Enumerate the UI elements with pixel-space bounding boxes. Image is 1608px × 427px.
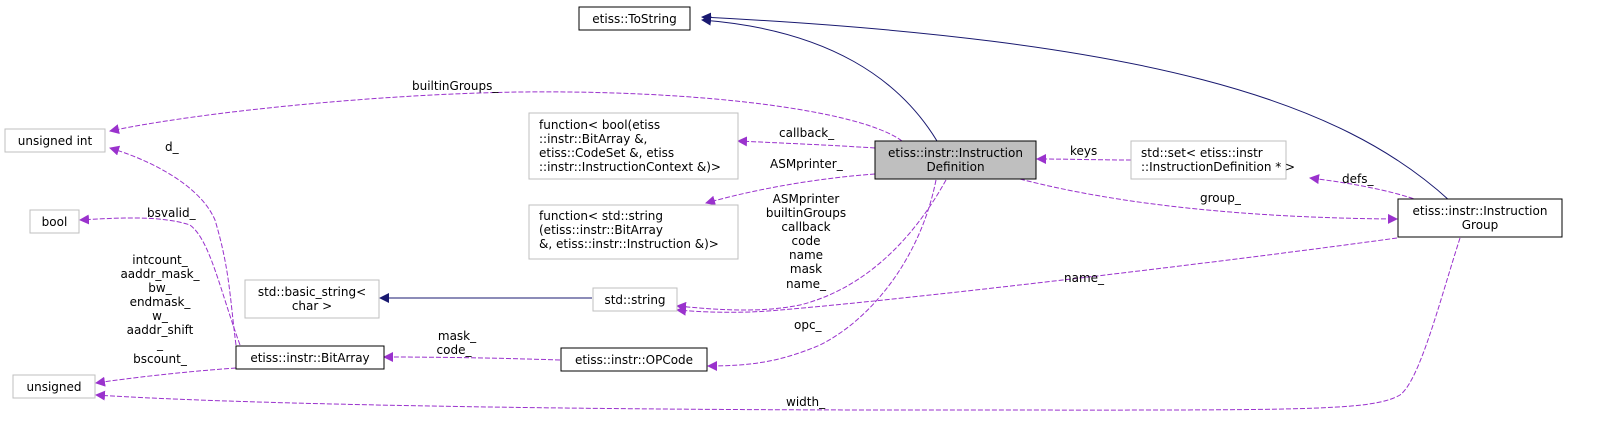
edge-group bbox=[1019, 178, 1398, 224]
label-code-underscore: code_ bbox=[437, 343, 473, 357]
node-label: ::instr::BitArray &, bbox=[539, 132, 647, 146]
node-label: etiss::CodeSet &, etiss bbox=[539, 146, 674, 160]
node-label: etiss::instr::Instruction bbox=[1413, 204, 1548, 218]
node-label: Group bbox=[1462, 218, 1499, 232]
node-label: function< bool(etiss bbox=[539, 118, 660, 132]
node-set-instruction-definition[interactable]: std::set< etiss::instr ::InstructionDefi… bbox=[1130, 140, 1295, 180]
node-instruction-group[interactable]: etiss::instr::Instruction Group bbox=[1397, 198, 1563, 238]
label-callback: callback bbox=[781, 220, 830, 234]
node-label: std::set< etiss::instr bbox=[1141, 146, 1263, 160]
edge-group-to-tostring bbox=[701, 12, 1451, 202]
node-label: Definition bbox=[926, 160, 984, 174]
node-label: char > bbox=[292, 299, 332, 313]
label-intcount: intcount_ bbox=[132, 253, 189, 267]
edge-keys bbox=[1036, 154, 1132, 165]
node-label: etiss::instr::BitArray bbox=[250, 351, 369, 365]
edge-label-d: d_ bbox=[165, 140, 180, 154]
label-mask: mask bbox=[790, 262, 822, 276]
node-label: bool bbox=[42, 215, 68, 229]
node-unsigned-int[interactable]: unsigned int bbox=[4, 128, 106, 153]
edge-label-opc: opc_ bbox=[794, 318, 823, 332]
label-name-underscore: name_ bbox=[786, 277, 827, 291]
label-underscore: _ bbox=[156, 337, 164, 351]
edge-label-callback: callback_ bbox=[779, 126, 835, 140]
node-bitarray[interactable]: etiss::instr::BitArray bbox=[235, 345, 385, 370]
edge-label-group-name: name_ bbox=[1064, 271, 1105, 285]
edge-label-instrdef-to-string: ASMprinter builtinGroups callback code n… bbox=[766, 192, 846, 291]
edge-defs bbox=[1309, 174, 1421, 202]
node-std-string[interactable]: std::string bbox=[592, 287, 678, 312]
node-unsigned[interactable]: unsigned bbox=[12, 374, 96, 399]
label-builtingroups: builtinGroups bbox=[766, 206, 846, 220]
node-label: ::instr::InstructionContext &)> bbox=[539, 160, 721, 174]
edge-asmprinter bbox=[705, 173, 876, 206]
node-basic-string[interactable]: std::basic_string< char > bbox=[244, 279, 380, 319]
label-mask-underscore: mask_ bbox=[438, 329, 477, 343]
edge-label-group: group_ bbox=[1200, 191, 1242, 205]
edge-instrdef-to-string bbox=[676, 179, 947, 312]
node-callback-function[interactable]: function< bool(etiss ::instr::BitArray &… bbox=[528, 112, 739, 180]
edge-bsvalid bbox=[79, 214, 241, 346]
edge-opc bbox=[707, 179, 937, 371]
edge-opcode-to-bitarray bbox=[383, 352, 561, 363]
label-aaddr-mask: aaddr_mask_ bbox=[120, 267, 200, 281]
label-name: name bbox=[789, 248, 823, 262]
edge-width bbox=[95, 237, 1461, 411]
label-w: w_ bbox=[152, 309, 169, 323]
edge-bitarray-to-unsigned bbox=[95, 367, 237, 387]
node-label: ::InstructionDefinition * > bbox=[1141, 160, 1295, 174]
edge-d bbox=[109, 145, 237, 346]
node-asmprinter-function[interactable]: function< std::string (etiss::instr::Bit… bbox=[528, 204, 739, 260]
edge-label-builtin-groups: builtinGroups_ bbox=[412, 79, 499, 93]
node-label: etiss::ToString bbox=[592, 12, 676, 26]
edge-builtin-groups bbox=[109, 91, 903, 142]
node-label: etiss::instr::OPCode bbox=[575, 353, 693, 367]
node-label: function< std::string bbox=[539, 209, 663, 223]
node-instruction-definition[interactable]: etiss::instr::Instruction Definition bbox=[874, 140, 1037, 180]
label-aaddr-shift: aaddr_shift bbox=[127, 323, 194, 337]
label-bscount: bscount_ bbox=[133, 352, 188, 366]
node-label: std::string bbox=[604, 293, 665, 307]
edge-label-bitarray-to-unsigned: intcount_ aaddr_mask_ bw_ endmask_ w_ aa… bbox=[120, 253, 200, 366]
node-bool[interactable]: bool bbox=[29, 209, 80, 234]
node-label: etiss::instr::Instruction bbox=[888, 146, 1023, 160]
edge-label-asmprinter: ASMprinter_ bbox=[770, 157, 844, 171]
node-label: std::basic_string< bbox=[258, 285, 366, 299]
edge-label-width: width_ bbox=[786, 395, 826, 409]
node-label: unsigned bbox=[26, 380, 81, 394]
node-tostring[interactable]: etiss::ToString bbox=[578, 6, 691, 31]
edge-label-opcode-to-bitarray: mask_ code_ bbox=[437, 329, 478, 357]
label-asmprinter: ASMprinter bbox=[773, 192, 840, 206]
label-endmask: endmask_ bbox=[130, 295, 192, 309]
edge-label-bsvalid: bsvalid_ bbox=[147, 206, 197, 220]
node-label: (etiss::instr::BitArray bbox=[539, 223, 663, 237]
node-opcode[interactable]: etiss::instr::OPCode bbox=[560, 347, 708, 372]
label-bw: bw_ bbox=[148, 281, 172, 295]
edge-callback bbox=[737, 136, 876, 149]
edge-label-keys: keys bbox=[1070, 144, 1097, 158]
node-label: &, etiss::instr::Instruction &)> bbox=[539, 237, 719, 251]
edge-label-defs: defs_ bbox=[1342, 172, 1374, 186]
edge-instrdef-to-tostring bbox=[701, 15, 938, 142]
label-code: code bbox=[792, 234, 821, 248]
edge-group-name bbox=[676, 237, 1398, 316]
node-label: unsigned int bbox=[18, 134, 93, 148]
